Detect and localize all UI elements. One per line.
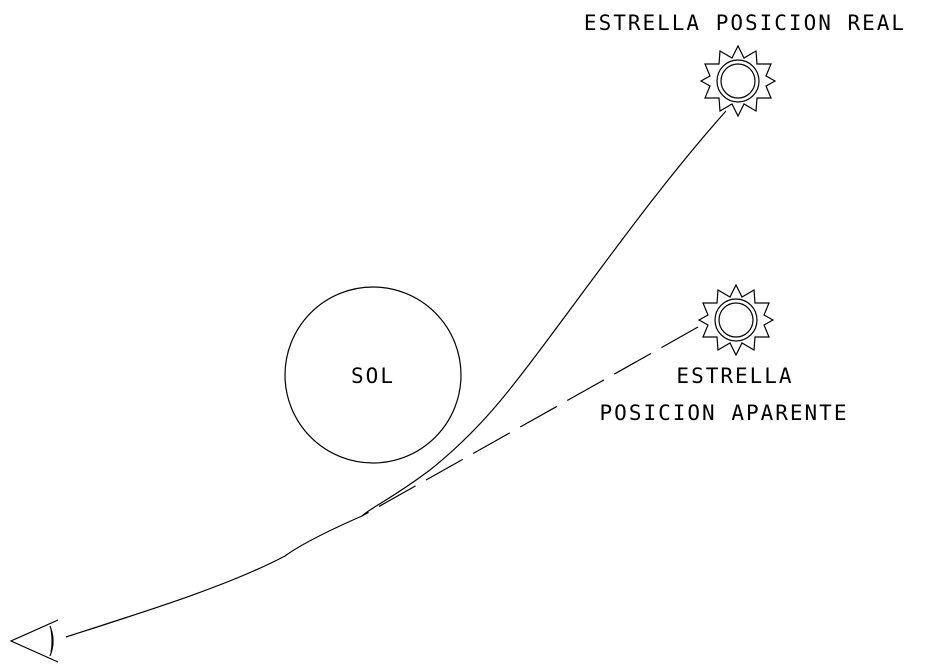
real-star-label: ESTRELLA POSICION REAL (584, 11, 906, 35)
deflected-light-path (65, 110, 727, 638)
real-star-icon (699, 44, 777, 118)
apparent-line-of-sight (361, 326, 699, 517)
apparent-star-label-line2: POSICION APARENTE (600, 401, 849, 425)
sun-circle (284, 286, 462, 464)
eye-icon (9, 619, 59, 663)
sun-label: SOL (351, 364, 395, 388)
apparent-star-icon (697, 283, 775, 357)
apparent-star-label-line1: ESTRELLA (676, 364, 793, 388)
